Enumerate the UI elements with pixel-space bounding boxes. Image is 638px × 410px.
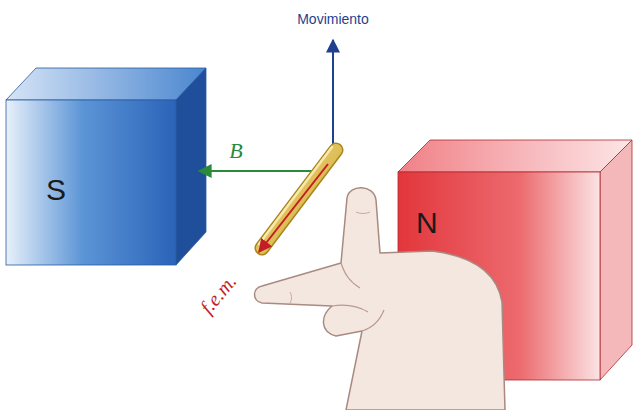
south-magnet: [6, 68, 206, 265]
right-hand: [255, 188, 506, 410]
pole-letter: N: [416, 208, 438, 238]
emf-arrow: [259, 164, 328, 252]
field-arrow: [199, 170, 326, 172]
south-pole: S: [6, 100, 176, 265]
movement-label: Movimiento: [297, 12, 369, 26]
emf-label: f.e.m.: [196, 271, 240, 317]
pole-letter: S: [46, 175, 66, 205]
conductor-rod: [259, 147, 336, 248]
field-label: B: [229, 140, 242, 162]
north-pole: N: [398, 172, 600, 380]
